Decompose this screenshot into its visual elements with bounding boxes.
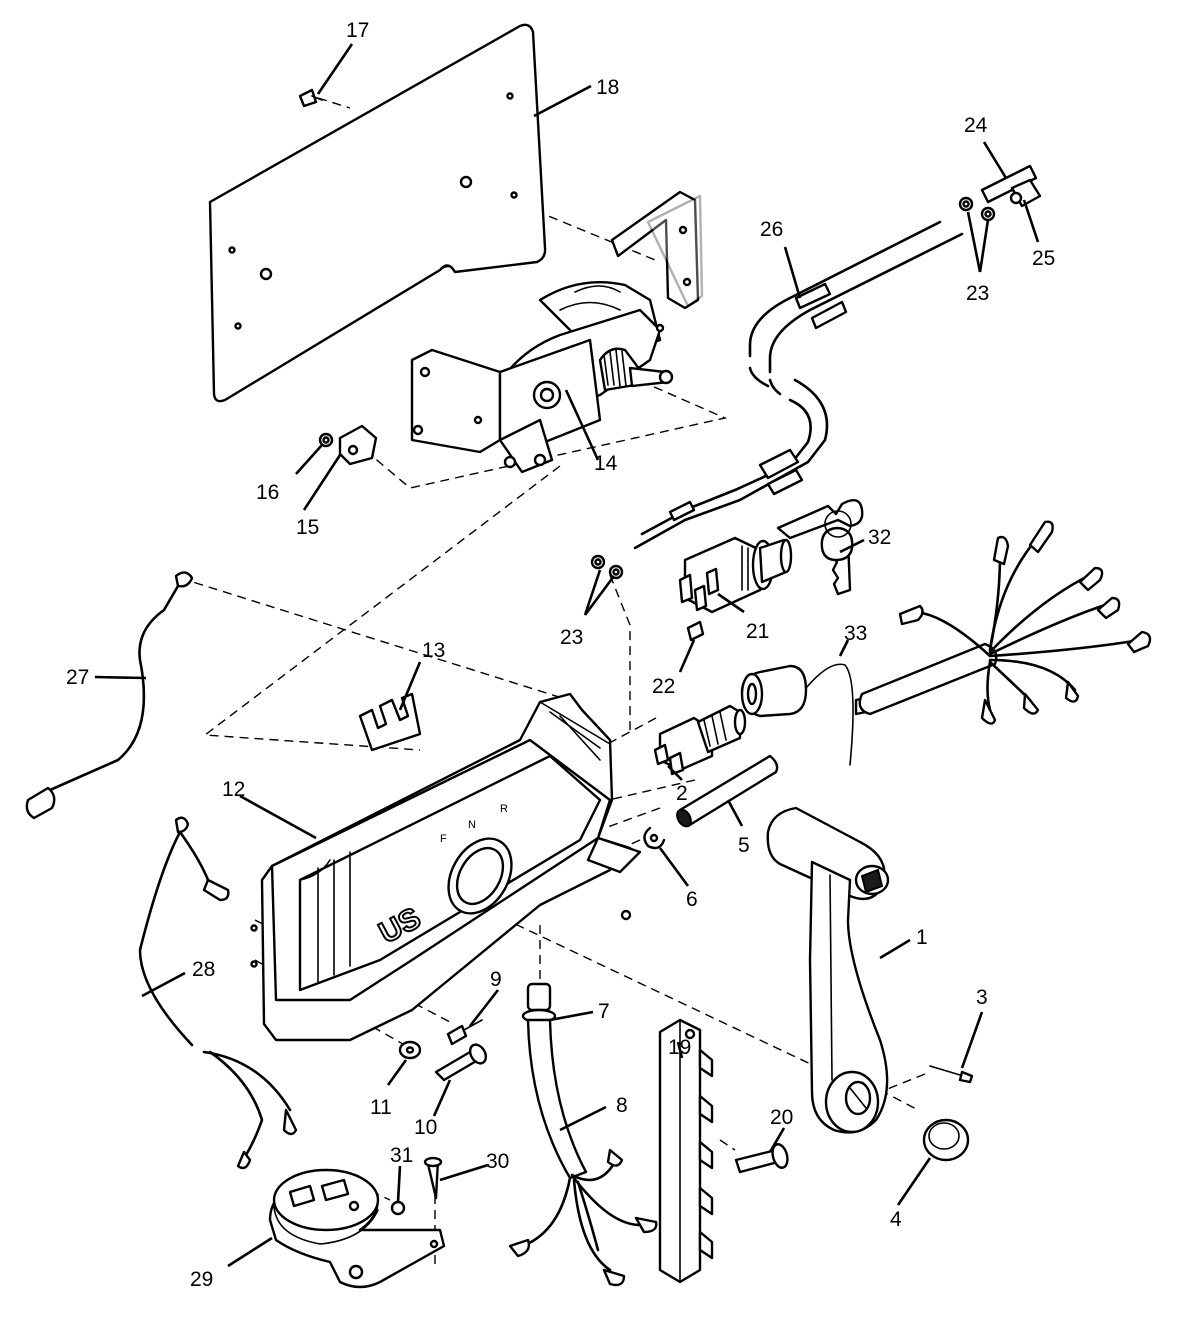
callout-18: 18 xyxy=(596,76,619,99)
callout-12: 12 xyxy=(222,778,245,801)
screw-31 xyxy=(390,1200,406,1216)
retaining-ring xyxy=(643,826,666,850)
callout-16: 16 xyxy=(256,481,279,504)
ignition-keys xyxy=(776,498,864,596)
wire-lead xyxy=(508,1018,658,1287)
callout-23-lower: 23 xyxy=(560,626,583,649)
mounting-plate xyxy=(208,23,547,403)
wiring-harness xyxy=(858,520,1152,725)
callout-17: 17 xyxy=(346,19,369,42)
callout-29: 29 xyxy=(190,1268,213,1291)
cam-block xyxy=(338,424,378,466)
shift-letter-n: N xyxy=(468,819,476,831)
screw-9 xyxy=(446,1019,483,1046)
control-handle xyxy=(766,806,890,1134)
callout-1: 1 xyxy=(916,926,928,949)
callout-25: 25 xyxy=(1032,247,1055,270)
callout-labels: 17 18 24 26 25 23 14 16 15 32 23 21 33 1… xyxy=(66,19,1055,1291)
callout-31: 31 xyxy=(390,1144,413,1167)
washer-11 xyxy=(398,1040,422,1060)
callout-2: 2 xyxy=(676,782,688,805)
callout-4: 4 xyxy=(890,1208,902,1231)
screw-20 xyxy=(734,1143,789,1174)
callout-10: 10 xyxy=(414,1116,437,1139)
ignition-switch xyxy=(678,536,793,614)
callout-28: 28 xyxy=(192,958,215,981)
harness-wire-28 xyxy=(138,816,298,1170)
ground-wire xyxy=(25,571,194,820)
callout-26: 26 xyxy=(760,218,783,241)
screw-3 xyxy=(929,1065,974,1084)
control-cables xyxy=(633,220,964,550)
screw-30 xyxy=(423,1156,443,1200)
callout-23-upper: 23 xyxy=(966,282,989,305)
screw-10 xyxy=(434,1043,488,1082)
clip xyxy=(358,692,422,752)
callout-20: 20 xyxy=(770,1106,793,1129)
handle-cap xyxy=(922,1118,970,1162)
control-mechanism xyxy=(410,190,704,474)
callout-33: 33 xyxy=(844,622,867,645)
leader-lines xyxy=(94,43,1040,1268)
callout-13: 13 xyxy=(422,639,445,662)
small-nut-16 xyxy=(318,432,334,448)
callout-22: 22 xyxy=(652,675,675,698)
callout-32: 32 xyxy=(868,526,891,549)
callout-19: 19 xyxy=(668,1036,691,1059)
grommet xyxy=(521,982,557,1024)
cable-pin-24 xyxy=(980,164,1038,204)
callout-9: 9 xyxy=(490,968,502,991)
plate-screw xyxy=(298,88,323,108)
callout-21: 21 xyxy=(746,620,769,643)
callout-5: 5 xyxy=(738,834,750,857)
callout-8: 8 xyxy=(616,1094,628,1117)
cable-end-25 xyxy=(1009,178,1042,208)
plug-boot xyxy=(740,663,868,766)
callout-6: 6 xyxy=(686,888,698,911)
screw-22 xyxy=(686,620,705,642)
shift-letter-r: R xyxy=(500,803,508,815)
callout-24: 24 xyxy=(964,114,988,137)
nuts-23-upper xyxy=(958,196,996,222)
callout-27: 27 xyxy=(66,666,89,689)
neutral-switch xyxy=(653,704,747,776)
callout-14: 14 xyxy=(594,452,618,475)
nuts-23-lower xyxy=(590,554,624,580)
callout-3: 3 xyxy=(976,986,988,1009)
terminal-block xyxy=(658,1018,714,1284)
callout-7: 7 xyxy=(598,1000,610,1023)
shift-letter-f: F xyxy=(440,833,447,845)
callout-11: 11 xyxy=(370,1096,392,1119)
callout-30: 30 xyxy=(486,1150,509,1173)
horn-buzzer xyxy=(268,1168,446,1289)
spacer-tube xyxy=(676,754,779,828)
callout-15: 15 xyxy=(296,516,319,539)
control-housing: US F N R xyxy=(250,692,642,1042)
